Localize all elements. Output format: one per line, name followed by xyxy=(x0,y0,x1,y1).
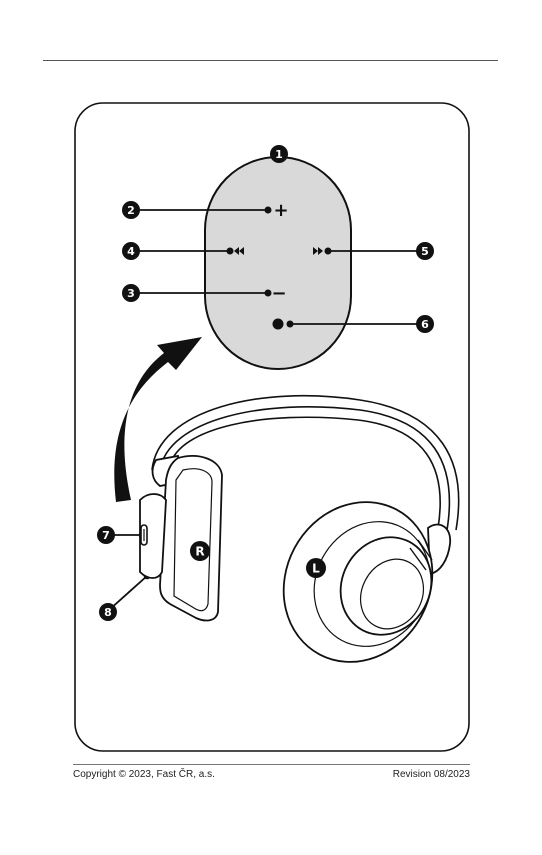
svg-text:4: 4 xyxy=(127,245,135,258)
left-earcup-label: L xyxy=(312,562,320,576)
next-track-icon xyxy=(313,247,323,255)
callout-8: 8 xyxy=(99,603,117,621)
svg-text:5: 5 xyxy=(421,245,429,258)
callout-2: 2 xyxy=(122,201,140,219)
diagram-frame xyxy=(74,102,470,752)
callout-7: 7 xyxy=(97,526,115,544)
left-earcup xyxy=(282,501,451,663)
top-rule xyxy=(43,60,498,61)
svg-text:2: 2 xyxy=(127,204,135,217)
svg-text:6: 6 xyxy=(421,318,429,331)
leader-line-8 xyxy=(108,575,148,611)
previous-track-icon xyxy=(234,247,244,255)
callout-6: 6 xyxy=(416,315,434,333)
volume-up-symbol: + xyxy=(273,200,288,221)
curved-arrow xyxy=(114,337,202,502)
footer-copyright: Copyright © 2023, Fast ČR, a.s. xyxy=(73,769,215,780)
right-earcup-label: R xyxy=(195,545,204,559)
right-earcup xyxy=(139,454,223,622)
svg-text:8: 8 xyxy=(104,606,112,619)
footer-rule xyxy=(73,764,470,765)
callout-3: 3 xyxy=(122,284,140,302)
footer-revision: Revision 08/2023 xyxy=(392,769,470,780)
volume-down-symbol: − xyxy=(271,283,286,304)
callout-5: 5 xyxy=(416,242,434,260)
svg-text:3: 3 xyxy=(127,287,135,300)
svg-text:1: 1 xyxy=(275,148,283,161)
control-panel xyxy=(204,156,352,370)
callout-4: 4 xyxy=(122,242,140,260)
led-indicator-icon xyxy=(272,318,284,330)
callout-1: 1 xyxy=(270,145,288,163)
left-earcup-badge xyxy=(306,558,326,578)
headband xyxy=(151,394,460,531)
svg-text:7: 7 xyxy=(102,529,110,542)
right-earcup-badge xyxy=(190,541,210,561)
